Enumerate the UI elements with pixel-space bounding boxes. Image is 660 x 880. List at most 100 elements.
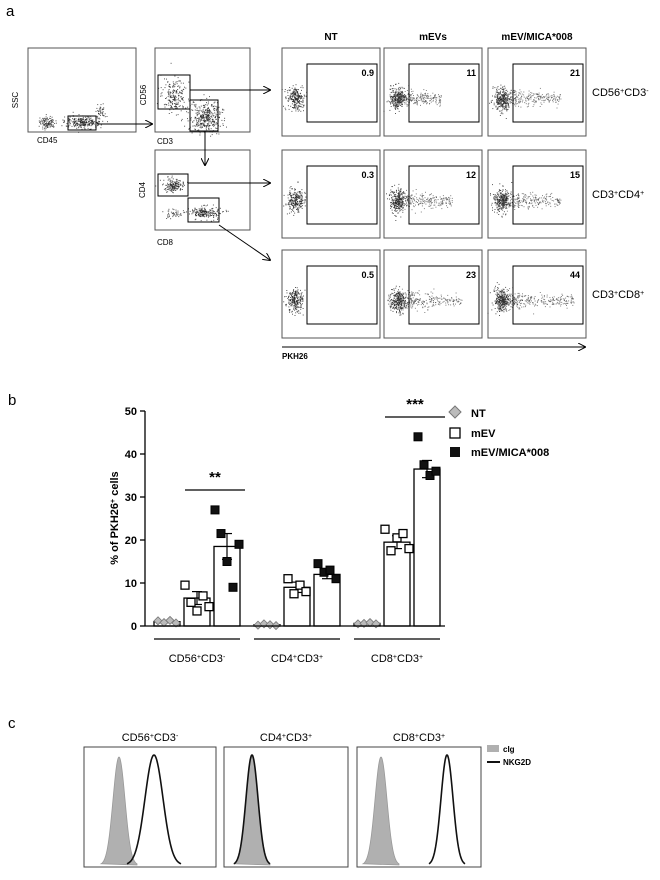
t-cell-cloud [181, 94, 227, 137]
positive-gate [306, 63, 378, 123]
pkh26-dot-plot: 11 [383, 47, 483, 137]
nk-cloud [156, 62, 194, 116]
nkg2d-histogram [223, 746, 349, 868]
negative-population [283, 287, 306, 316]
row-label: CD3+CD4+ [592, 189, 644, 201]
plot-frame [281, 149, 381, 239]
mev-data-point [198, 591, 208, 601]
mev-data-point [186, 597, 196, 607]
cd3-axis-label: CD3 [157, 137, 174, 146]
gate-plot-cd45: SSC CD45 [11, 47, 137, 145]
positive-gate [512, 165, 584, 225]
mev-data-point [295, 580, 305, 590]
minor-cloud [95, 103, 106, 120]
column-header: mEV/MICA*008 [501, 32, 573, 43]
pkh26-axis-label: PKH26 [282, 352, 308, 361]
gate-percentage: 44 [570, 270, 580, 280]
nkg2d-histogram [356, 746, 482, 868]
cd8-cloud [182, 204, 229, 222]
positive-gate [306, 265, 378, 325]
legend-label: mEV [471, 428, 496, 440]
gate-percentage: 0.9 [361, 68, 374, 78]
category-label: CD8+CD3+ [371, 653, 423, 665]
panel-c-letter: c [8, 715, 16, 732]
pkh26-dot-plot: 21 [487, 47, 587, 137]
mev-data-point [380, 524, 390, 534]
mica-data-point [222, 557, 232, 566]
pkh26-dot-plot: 44 [487, 249, 587, 339]
arrow-to-row3 [218, 224, 270, 260]
mica-data-point [313, 559, 323, 569]
nk-gate [157, 74, 191, 110]
y-tick-label: 30 [125, 492, 137, 504]
category-label: CD56+CD3- [169, 653, 226, 665]
mica-data-point [325, 565, 335, 575]
double-neg-cloud [162, 208, 182, 220]
mica-data-point [413, 432, 423, 442]
mica-data-point [210, 505, 220, 515]
nkg2d-histogram-line [126, 754, 182, 865]
cd45-axis-label: CD45 [37, 136, 58, 145]
mev-data-point [386, 546, 396, 556]
positive-gate [408, 265, 480, 325]
nkg2d-histogram-line [428, 753, 466, 865]
plot-frame [281, 47, 381, 137]
legend-nt-marker [448, 405, 462, 419]
histogram-title: CD4+CD3+ [260, 732, 312, 744]
legend-mev-marker [449, 427, 461, 439]
mev-data-point [192, 606, 202, 616]
nt-data-point [165, 615, 175, 625]
bar [413, 468, 441, 627]
y-tick-label: 20 [125, 535, 137, 547]
cd56-axis-label: CD56 [139, 84, 148, 105]
y-axis-label: % of PKH26+ cells [109, 471, 121, 564]
cd45-gate [67, 115, 97, 131]
pkh26-positive-tail [398, 188, 453, 214]
mica-data-point [228, 582, 238, 592]
pkh26-dot-plot: 23 [383, 249, 483, 339]
t-cell-gate [189, 99, 219, 132]
mev-data-point [404, 543, 414, 554]
cd4-gate [157, 173, 189, 197]
positive-gate [408, 63, 480, 123]
legend-nkg2d-label: NKG2D [503, 758, 531, 767]
plot-frame [487, 249, 587, 339]
pkh26-dot-plot: 0.5 [281, 249, 381, 339]
histogram-title: CD8+CD3+ [393, 732, 445, 744]
gate-percentage: 12 [466, 170, 476, 180]
nt-data-point [171, 618, 181, 628]
mev-data-point [301, 586, 311, 597]
column-header: mEVs [419, 32, 447, 43]
negative-population [281, 84, 308, 112]
mev-data-point [398, 528, 408, 539]
legend-cig-swatch [487, 745, 499, 752]
pkh26-positive-tail [502, 189, 562, 212]
category-label: CD4+CD3+ [271, 653, 323, 665]
cd4-cloud [155, 175, 188, 194]
pkh26-dot-plot: 15 [487, 149, 587, 239]
positive-gate [512, 265, 584, 325]
histogram-title: CD56+CD3- [122, 732, 179, 744]
pkh26-positive-tail [398, 87, 442, 107]
significance-stars: ** [209, 469, 221, 486]
nkg2d-histogram-line [233, 753, 271, 865]
y-tick-label: 40 [125, 449, 137, 461]
row-label: CD56+CD3- [592, 87, 649, 99]
legend-label: NT [471, 408, 486, 420]
pkh26-dot-plot: 0.9 [281, 47, 381, 137]
cig-histogram [361, 756, 400, 866]
plot-frame [27, 47, 137, 133]
ssc-axis-label: SSC [11, 92, 20, 109]
positive-gate [408, 165, 480, 225]
column-header: NT [324, 32, 337, 43]
positive-gate [306, 165, 378, 225]
gating-arrows [97, 90, 270, 260]
pkh26-positive-tail [398, 288, 463, 313]
cig-histogram [99, 756, 138, 866]
nkg2d-histogram [83, 746, 217, 868]
nt-data-point [265, 620, 275, 630]
